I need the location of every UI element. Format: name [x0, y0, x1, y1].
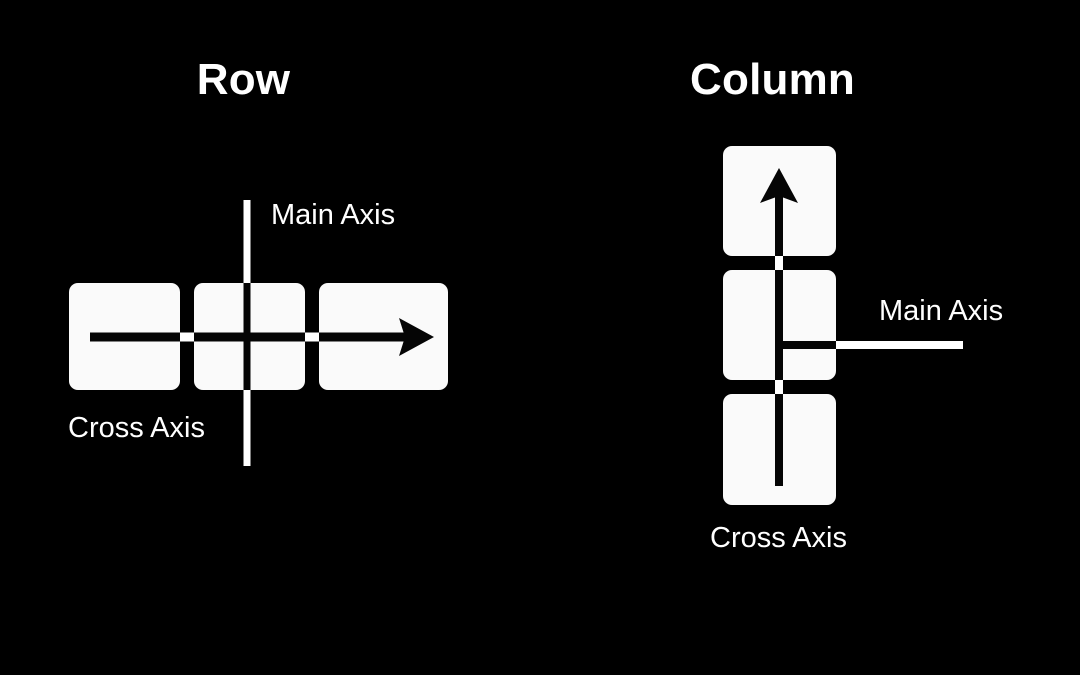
panel-title-row: Row [196, 55, 291, 104]
column-flex-item-1 [723, 146, 836, 256]
column-main-axis-label: Main Axis [879, 295, 1004, 327]
column-cross-axis-label: Cross Axis [710, 522, 847, 554]
row-flex-item-1 [69, 283, 180, 390]
panel-title-column: Column [690, 55, 855, 104]
row-cross-axis-label: Cross Axis [68, 412, 205, 444]
column-flex-item-3 [723, 394, 836, 505]
row-flex-item-3 [319, 283, 448, 390]
row-flex-item-2 [194, 283, 305, 390]
column-flex-item-2 [723, 270, 836, 380]
row-main-axis-label: Main Axis [271, 199, 396, 231]
